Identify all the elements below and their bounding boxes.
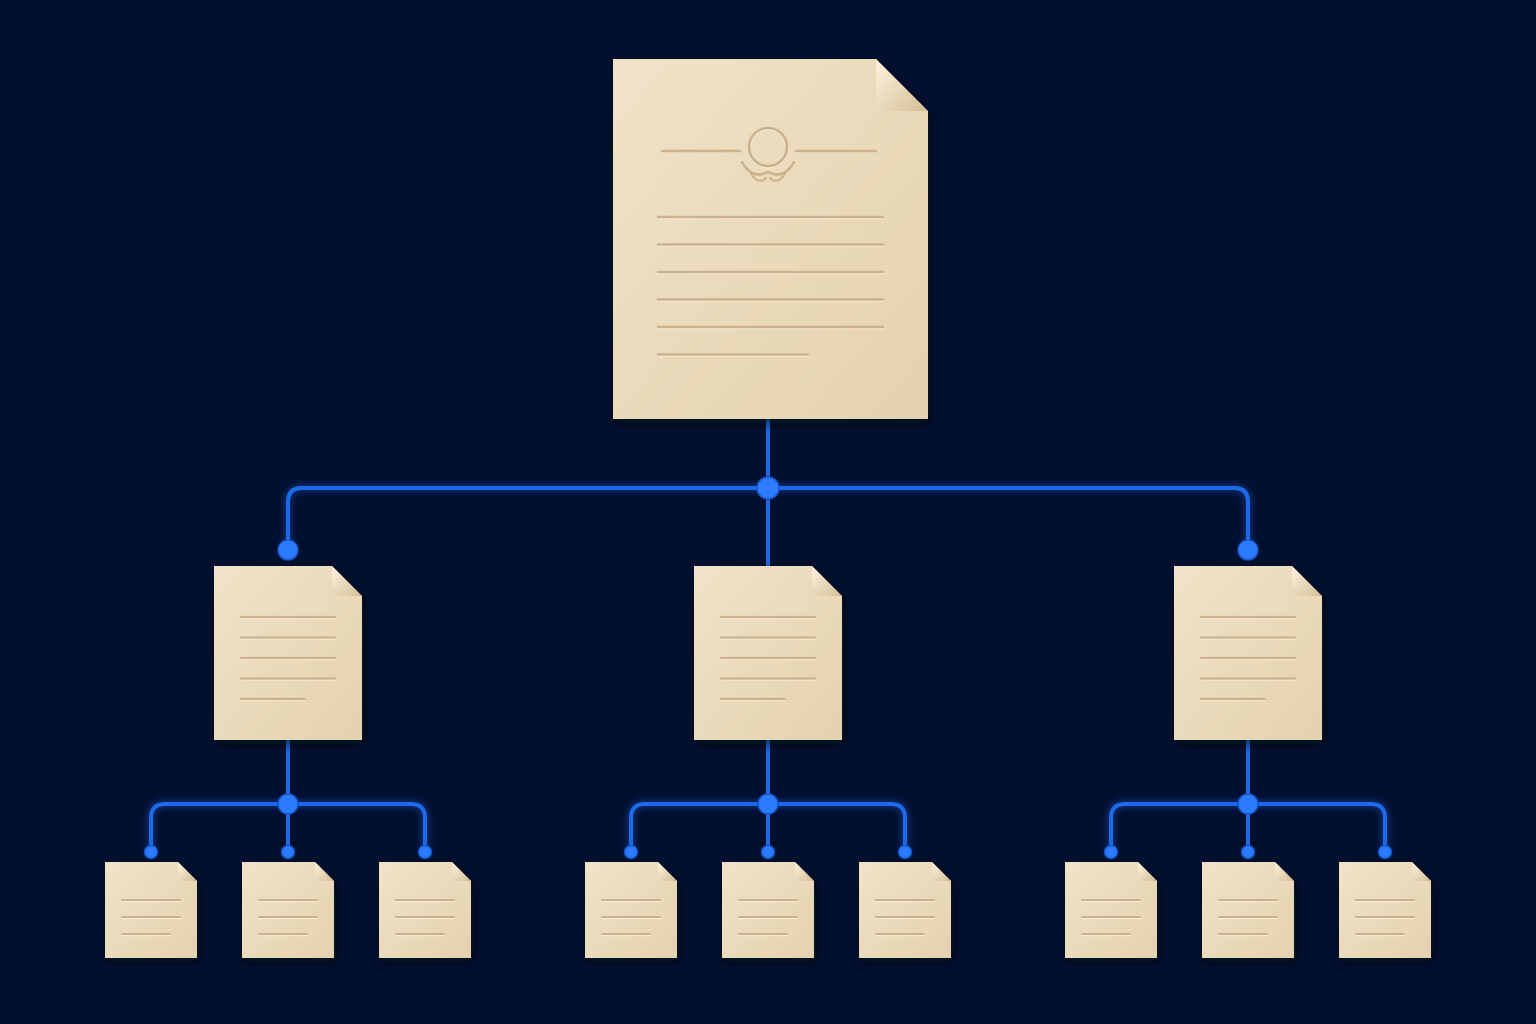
folded-corner bbox=[876, 59, 928, 111]
connector-node bbox=[280, 844, 296, 860]
connector-node bbox=[1240, 844, 1256, 860]
leaf-document-2-1 bbox=[585, 862, 677, 958]
leaf-document-3-2 bbox=[1202, 862, 1294, 958]
paper-sheet bbox=[214, 566, 362, 740]
seal-ribbon-tails bbox=[749, 171, 787, 182]
leaf-document-2-3 bbox=[859, 862, 951, 958]
leaf-document-3-1 bbox=[1065, 862, 1157, 958]
connector-node bbox=[1377, 844, 1393, 860]
paper-sheet bbox=[1174, 566, 1322, 740]
connector-node bbox=[143, 844, 159, 860]
connector-node bbox=[277, 793, 299, 815]
branch-document-3 bbox=[1174, 566, 1322, 740]
seal-ribbon bbox=[740, 160, 796, 176]
paper-sheet bbox=[613, 59, 928, 419]
folded-corner bbox=[932, 862, 951, 881]
connector-node bbox=[1237, 539, 1259, 561]
paper-sheet bbox=[694, 566, 842, 740]
connector-lines bbox=[143, 415, 1393, 860]
leaf-document-1-2 bbox=[242, 862, 334, 958]
folded-corner bbox=[658, 862, 677, 881]
folded-corner bbox=[812, 566, 842, 596]
folded-corner bbox=[1138, 862, 1157, 881]
leaf-document-1-1 bbox=[105, 862, 197, 958]
seal-emblem-icon bbox=[660, 126, 878, 182]
connector-node bbox=[757, 793, 779, 815]
folded-corner bbox=[1292, 566, 1322, 596]
leaf-document-3-3 bbox=[1339, 862, 1431, 958]
leaf-document-1-3 bbox=[379, 862, 471, 958]
branch-document-1 bbox=[214, 566, 362, 740]
folded-corner bbox=[795, 862, 814, 881]
connector-node bbox=[623, 844, 639, 860]
folded-corner bbox=[452, 862, 471, 881]
connector-node bbox=[417, 844, 433, 860]
connector-node bbox=[760, 844, 776, 860]
seal-ring bbox=[747, 126, 789, 168]
folded-corner bbox=[178, 862, 197, 881]
branch-document-2 bbox=[694, 566, 842, 740]
document-nodes bbox=[105, 59, 1431, 958]
connector-node bbox=[756, 476, 780, 500]
folded-corner bbox=[1412, 862, 1431, 881]
connector-node bbox=[1103, 844, 1119, 860]
connector-node bbox=[277, 539, 299, 561]
folded-corner bbox=[332, 566, 362, 596]
connector-node bbox=[1237, 793, 1259, 815]
connector-node bbox=[897, 844, 913, 860]
folded-corner bbox=[1275, 862, 1294, 881]
leaf-document-2-2 bbox=[722, 862, 814, 958]
root-certificate-document bbox=[613, 59, 928, 419]
folded-corner bbox=[315, 862, 334, 881]
